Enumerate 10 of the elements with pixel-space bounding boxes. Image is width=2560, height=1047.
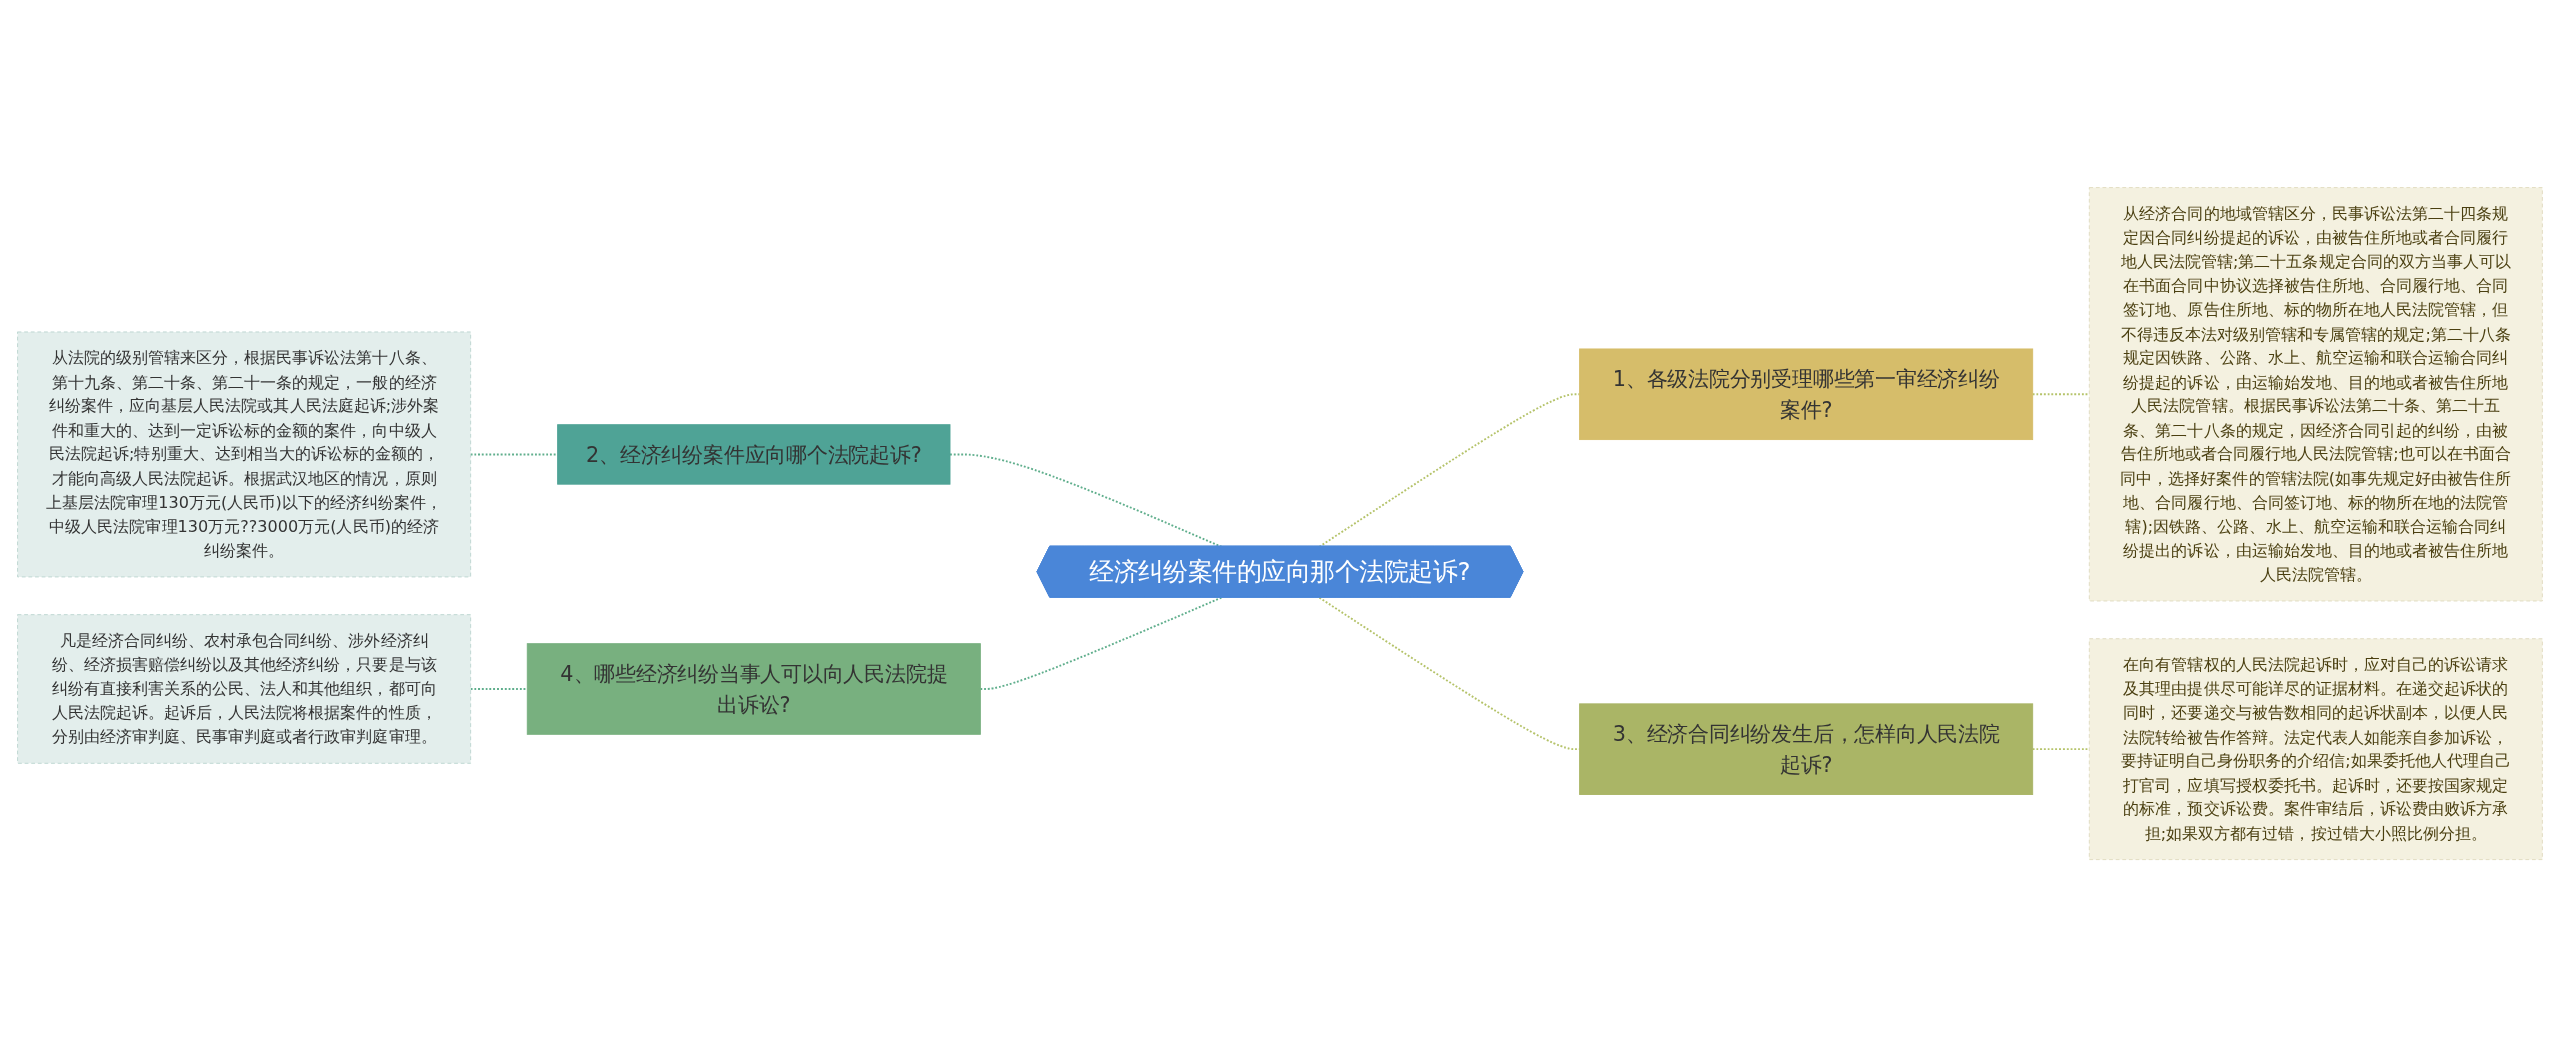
node-box: 从法院的级别管辖来区分，根据民事诉讼法第十八条、第十九条、第二十条、第二十一条的规定，一般的经济纠纷案件，应向基层人民法院或其人民法庭起诉;涉外案件和重大的、达到一定诉讼标的金额的案件，向中级人民法院起诉;特别重大、达到相当大的诉讼标的金额的，才能向高级人民法院起诉。根据武汉地区的情况，原则上基层法院审理130万元(人民币)以下的经济纠纷案件，中级人民法院审理130万元??3000万元(人民币)的经济纠纷案件。 bbox=[17, 331, 472, 578]
node-box: 4、哪些经济纠纷当事人可以向人民法院提出诉讼? bbox=[526, 643, 981, 735]
node-box: 3、经济合同纠纷发生后，怎样向人民法院起诉? bbox=[1579, 703, 2034, 795]
node-box: 凡是经济合同纠纷、农村承包合同纠纷、涉外经济纠纷、经济损害赔偿纠纷以及其他经济纠纷，只要是与该纠纷有直接利害关系的公民、法人和其他组织，都可向人民法院起诉。起诉后，人民法院将根据案件的性质，分别由经济审判庭、民事审判庭或者行政审判庭审理。 bbox=[17, 614, 472, 764]
node-box: 在向有管辖权的人民法院起诉时，应对自己的诉讼请求及其理由提供尽可能详尽的证据材料。在递交起诉状的同时，还要递交与被告数相同的起诉状副本，以便人民法院转给被告作答辩。法定代表人如能亲自参加诉讼，要持证明自己身份职务的介绍信;如果委托他人代理自己打官司，应填写授权委托书。起诉时，还要按国家规定的标准，预交诉讼费。案件审结后，诉讼费由败诉方承担;如果双方都有过错，按过错大小照比例分担。 bbox=[2088, 638, 2543, 860]
connector bbox=[469, 453, 559, 456]
node-box: 从经济合同的地域管辖区分，民事诉讼法第二十四条规定因合同纠纷提起的诉讼，由被告住所地或者合同履行地人民法院管辖;第二十五条规定合同的双方当事人可以在书面合同中协议选择被告住所地、合同履行地、合同签订地、原告住所地、标的物所在地人民法院管辖，但不得违反本法对级别管辖和专属管辖的规定;第二十八条规定因铁路、公路、水上、航空运输和联合运输合同纠纷提起的诉讼，由运输始发地、目的地或者被告住所地人民法院管辖。根据民事诉讼法第二十条、第二十五条、第二十八条的规定，因经济合同引起的纠纷，由被告住所地或者合同履行地人民法院管辖;也可以在书面合同中，选择好案件的管辖法院(如事先规定好由被告住所地、合同履行地、合同签订地、标的物所在地的法院管辖);因铁路、公路、水上、航空运输和联合运输合同纠纷提出的诉讼，由运输始发地、目的地或者被告住所地人民法院管辖。 bbox=[2088, 187, 2543, 602]
node-box: 2、经济纠纷案件应向哪个法院起诉? bbox=[557, 424, 951, 485]
node-box: 1、各级法院分别受理哪些第一审经济纠纷案件? bbox=[1579, 348, 2034, 440]
connector bbox=[979, 596, 1223, 690]
